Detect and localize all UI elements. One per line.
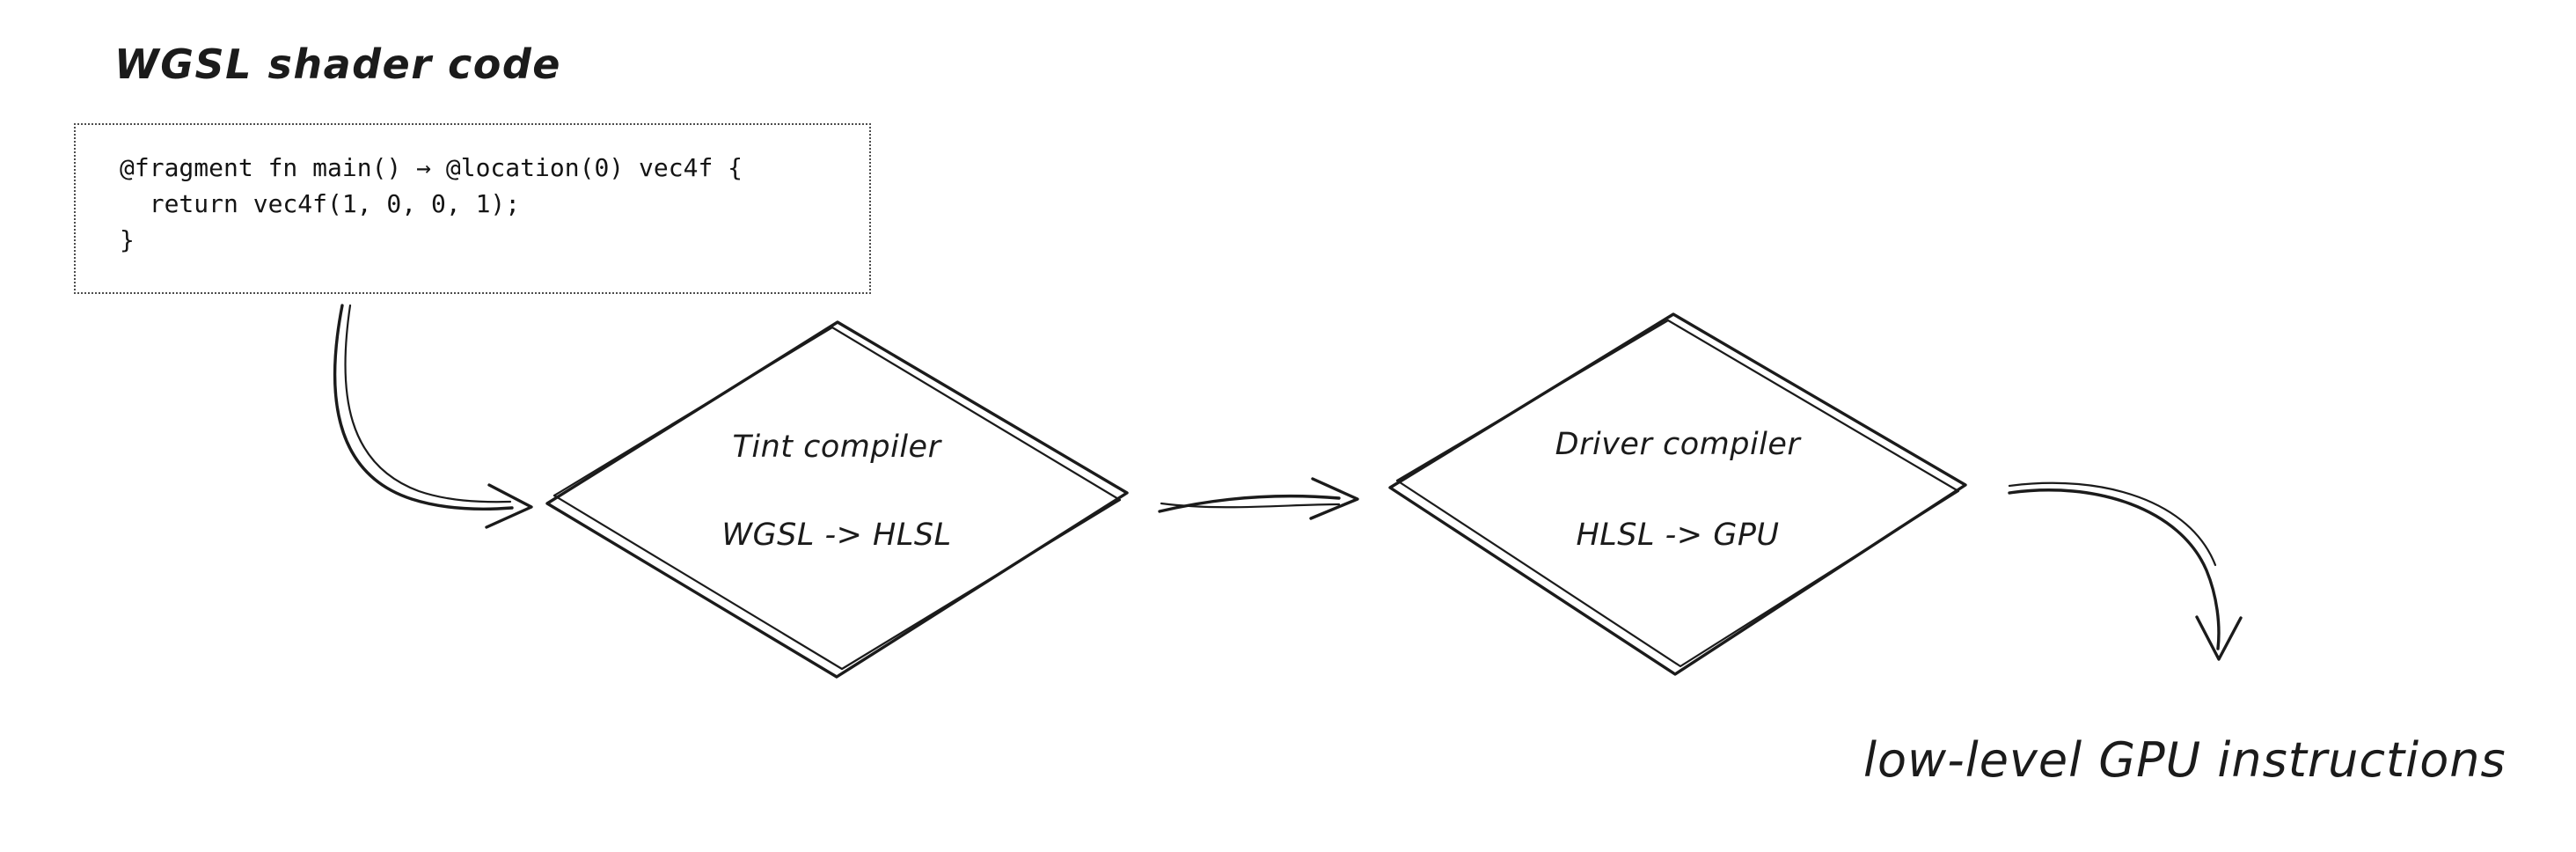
arrow-head-icon	[1309, 477, 1359, 520]
arrow-stroke	[1160, 502, 1341, 509]
driver-compiler-label: Driver compiler	[1555, 427, 1801, 462]
arrow-code-to-tint	[333, 304, 533, 529]
diamond-outline	[553, 326, 1122, 671]
driver-compiler-sublabel: HLSL -> GPU	[1576, 518, 1780, 553]
output-label: low-level GPU instructions	[1863, 732, 2506, 788]
diamond-outline	[1395, 319, 1960, 668]
arrow-stroke	[1158, 495, 1341, 513]
arrow-driver-to-output	[2008, 481, 2243, 661]
diamond-outline	[545, 320, 1129, 679]
arrow-stroke	[2008, 481, 2217, 567]
code-line: return vec4f(1, 0, 0, 1);	[120, 189, 521, 218]
diamond-outline	[1388, 312, 1967, 676]
tint-compiler-sublabel: WGSL -> HLSL	[721, 518, 952, 553]
arrow-stroke	[333, 304, 514, 510]
arrow-stroke	[344, 304, 512, 503]
diagram-title: WGSL shader code	[114, 40, 561, 88]
tint-compiler-diamond	[545, 320, 1129, 679]
arrow-head-icon	[2195, 615, 2243, 661]
arrow-stroke	[2008, 488, 2221, 650]
tint-compiler-label: Tint compiler	[732, 430, 941, 465]
code-line: @fragment fn main() → @location(0) vec4f…	[120, 153, 743, 182]
arrow-tint-to-driver	[1158, 477, 1359, 520]
wgsl-code-box: @fragment fn main() → @location(0) vec4f…	[74, 123, 871, 294]
arrow-head-icon	[485, 483, 533, 529]
driver-compiler-diamond	[1388, 312, 1967, 676]
code-line: }	[120, 225, 135, 254]
